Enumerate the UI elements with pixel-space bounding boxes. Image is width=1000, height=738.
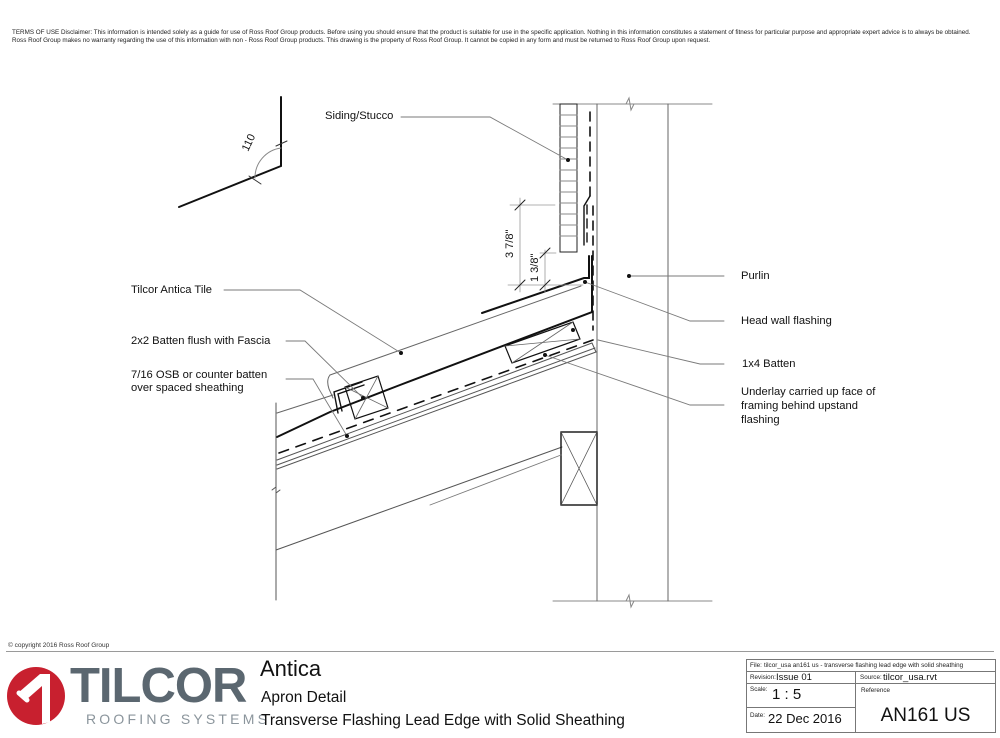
head-wall-flashing [276,255,593,438]
revision-value: Issue 01 [776,672,812,683]
dimension-3-7-8: 3 7/8" [504,230,516,258]
label-1x4-batten: 1x4 Batten [742,358,796,370]
angle-dimension: 110 [240,132,258,153]
label-siding-stucco: Siding/Stucco [325,110,394,122]
label-osb-line-2: over spaced sheathing [131,382,244,394]
revision-label: Revision: [750,674,776,681]
label-tilcor-antica-tile: Tilcor Antica Tile [131,284,213,296]
revision-cell: Revision: Issue 01 [747,672,856,684]
dimension-lines [507,197,584,293]
reference-label: Reference [861,687,891,694]
label-underlay-line-1: Underlay carried up face of [741,386,876,398]
dimension-1-3-8: 1 3/8" [529,254,541,282]
date-cell: Date: 22 Dec 2016 [747,708,856,732]
drawing-subtitle-1: Apron Detail [261,689,347,706]
reference-value: AN161 US [880,705,971,726]
scale-cell: Scale: 1 : 5 [747,684,856,708]
leader-dots [345,158,631,438]
footer-divider [6,651,994,652]
source-value: tilcor_usa.rvt [883,672,937,683]
underlay-slope [278,339,594,454]
leader-lines [223,116,725,506]
disclaimer-line-2: Ross Roof Group makes no warranty regard… [12,37,711,45]
scale-label: Scale: [750,686,768,693]
siding-stucco [559,103,578,253]
terms-of-use-disclaimer: TERMS OF USE Disclaimer: This informatio… [12,29,992,45]
source-cell: Source: tilcor_usa.rvt [856,672,995,684]
tilcor-logo-tagline: ROOFING SYSTEMS [86,711,271,727]
purlin [560,431,598,506]
apron-detail-drawing: 110 [178,96,725,609]
file-row: File: tilcor_usa an161 us - transverse f… [747,660,995,672]
drawing-subtitle-2: Transverse Flashing Lead Edge with Solid… [261,712,625,729]
label-purlin: Purlin [741,270,770,282]
drawing-title: Antica [260,656,322,681]
label-head-wall-flashing: Head wall flashing [741,315,832,327]
date-label: Date: [750,712,766,719]
wall-framing [552,96,713,609]
flashing-angle-detail: 110 [178,96,288,208]
reference-cell: Reference AN161 US [856,684,995,732]
date-value: 22 Dec 2016 [768,711,842,726]
tilcor-logo-wordmark: TILCOR [70,659,247,713]
scale-value: 1 : 5 [772,686,802,703]
label-underlay-line-3: flashing [741,414,780,426]
copyright-notice: © copyright 2016 Ross Roof Group [8,642,110,649]
title-block: File: tilcor_usa an161 us - transverse f… [746,659,996,733]
file-label: File: [750,662,762,669]
disclaimer-line-1: TERMS OF USE Disclaimer: This informatio… [12,29,971,36]
front-lip-flashing [333,381,365,414]
label-2x2-batten: 2x2 Batten flush with Fascia [131,335,271,347]
osb-sheathing [276,342,597,470]
file-value: tilcor_usa an161 us - transverse flashin… [764,662,964,669]
tilcor-logo-mark-icon [7,667,65,725]
rafter [271,402,563,601]
batten-2x2 [344,375,389,420]
label-osb-line-1: 7/16 OSB or counter batten [131,369,268,381]
source-label: Source: [860,674,882,681]
tilcor-antica-tile [276,285,582,414]
label-underlay-line-2: framing behind upstand [741,400,858,412]
batten-1x4 [504,321,581,364]
